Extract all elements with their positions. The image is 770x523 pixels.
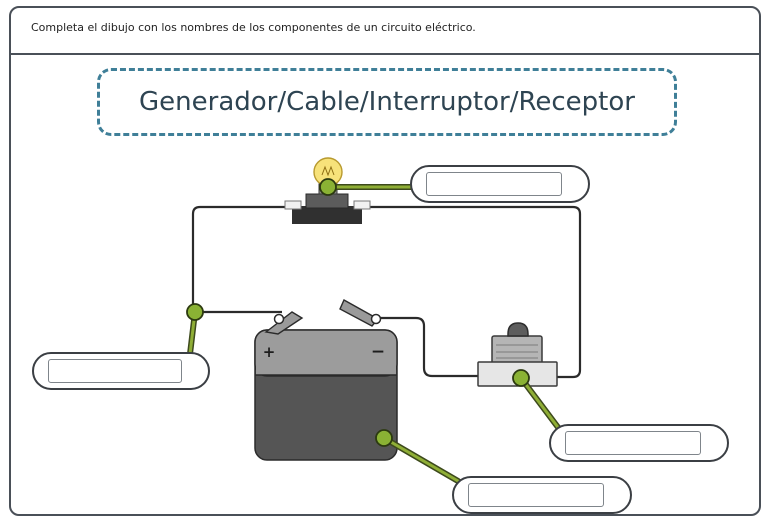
- answer-input-cable[interactable]: [48, 359, 182, 383]
- light-bulb-icon: [284, 157, 371, 224]
- circuit-wires: [191, 205, 582, 379]
- instruction-text: Completa el dibujo con los nombres de lo…: [31, 21, 476, 34]
- worksheet-frame: [9, 6, 761, 516]
- answer-input-switch[interactable]: [565, 431, 701, 455]
- wire-left: [191, 205, 290, 314]
- switch-icon: [477, 322, 558, 387]
- answer-input-bulb[interactable]: [426, 172, 562, 196]
- answer-box-switch: [549, 424, 729, 462]
- answer-box-cable: [32, 352, 210, 390]
- word-bank: Generador/Cable/Interruptor/Receptor: [97, 68, 677, 136]
- answer-box-battery: [452, 476, 632, 514]
- wire-bottom: [378, 316, 482, 378]
- wire-right: [362, 205, 582, 379]
- bulb-point-marker: [319, 178, 337, 196]
- answer-box-bulb: [410, 165, 590, 203]
- word-bank-text: Generador/Cable/Interruptor/Receptor: [139, 87, 635, 117]
- battery-icon: + −: [254, 299, 398, 461]
- answer-input-battery[interactable]: [468, 483, 604, 507]
- switch-point-marker: [512, 369, 530, 387]
- battery-point-marker: [375, 429, 393, 447]
- cable-point-marker: [186, 303, 204, 321]
- battery-minus-label: −: [371, 342, 385, 362]
- instruction-bar: Completa el dibujo con los nombres de lo…: [9, 6, 761, 55]
- battery-plus-label: +: [263, 343, 276, 361]
